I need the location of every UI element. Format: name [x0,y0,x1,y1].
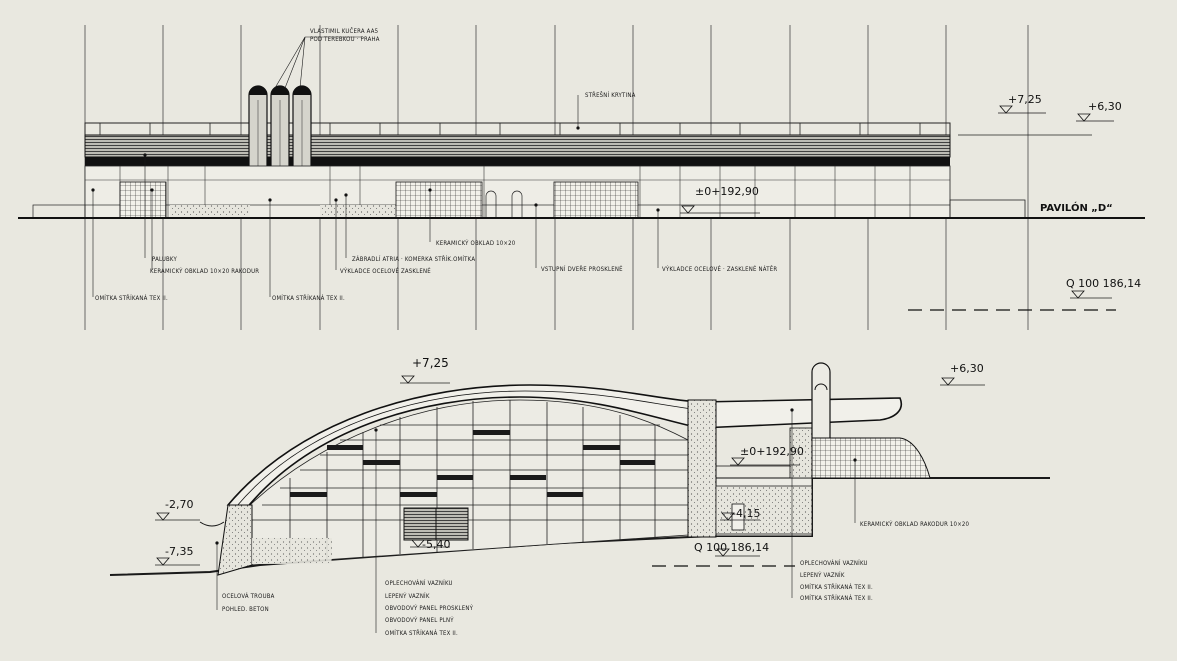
leader-lines [92,36,659,297]
level-base-section: Q 100 186,14 [694,541,769,554]
level-minus-270: -2,70 [165,498,193,511]
label-panel-solid: OBVODOVÝ PANEL PLNÝ [385,617,454,624]
roof-band [84,122,951,166]
label-palubky: PALUBKY [152,256,177,263]
label-laminated-2: LEPENÝ VAZNÍK [800,572,845,579]
arched-roof [226,384,902,511]
level-minus-735: -7,35 [165,545,193,558]
label-atrium-1: ZÁBRADLÍ ATRIA · KOMERKA STŘÍK.OMÍTKA [352,255,475,263]
elevation-view: VLASTIMIL KUČERA AA5 POD TEREBKOU · PRAH… [18,25,1145,330]
level-minus-540: -5,40 [422,538,450,551]
level-marks-elevation: +7,25 +6,30 ±0+192,90 PAVILÓN „D“ Q 100 … [680,93,1141,311]
label-shopfront: VÝKLADCE OCELOVÉ · ZASKLENÉ NÁTĚR [662,265,777,273]
level-top-section: +7,25 [412,356,449,370]
facade [32,165,1026,219]
level-minus-415: -4,15 [732,507,760,520]
label-atrium-2: VÝKLADCE OCELOVÉ ZASKLENÉ [340,267,431,275]
label-ceramic-right: KERAMICKÝ OBKLAD RAKODUR 10×20 [860,521,970,528]
curtain-wall [249,399,689,566]
label-concrete: POHLED. BETON [222,606,269,613]
level-floor-section: ±0+192,90 [740,445,804,458]
label-author-1: VLASTIMIL KUČERA AA5 [310,28,378,35]
label-author-2: POD TEREBKOU · PRAHA [310,36,380,43]
label-render-2: OMÍTKA STŘÍKANÁ TEX II. [800,583,873,591]
label-ceramic-joint: KERAMICKÝ OBKLAD 10×20 RAKODUR [150,268,259,275]
label-pipe: OCELOVÁ TROUBA [222,593,275,600]
label-render-3: OMÍTKA STŘÍKANÁ TEX II. [800,594,873,602]
level-base-elevation: Q 100 186,14 [1066,277,1141,290]
level-marks-section: +7,25 +6,30 ±0+192,90 -2,70 -7,35 -5,40 … [155,356,985,567]
label-laminated-1: LEPENÝ VAZNÍK [385,593,430,600]
section-leaders [216,410,856,633]
left-pier [217,504,253,576]
label-flashing-1: OPLECHOVÁNÍ VAZNÍKU [385,580,453,587]
pavilion-label: PAVILÓN „D“ [1040,201,1113,214]
label-render-mid: OMÍTKA STŘÍKANÁ TEX II. [272,294,345,302]
level-right-section: +6,30 [950,362,984,375]
service-core [687,362,931,538]
label-ceramic: KERAMICKÝ OBKLAD 10×20 [436,240,516,247]
label-flashing-2: OPLECHOVÁNÍ VAZNÍKU [800,560,868,567]
level-top-elevation: +7,25 [1008,93,1042,106]
level-right-elevation: +6,30 [1088,100,1122,113]
label-entrance: VSTUPNÍ DVEŘE PROSKLENÉ [541,265,623,273]
label-render-1: OMÍTKA STŘÍKANÁ TEX II. [385,629,458,637]
label-render-left: OMÍTKA STŘÍKANÁ TEX II. [95,294,168,302]
leader-dots [91,126,660,212]
section-view: OCELOVÁ TROUBA POHLED. BETON OPLECHOVÁNÍ… [109,356,1050,637]
label-roof: STŘEŠNÍ KRYTINA [585,91,636,99]
level-floor-elevation: ±0+192,90 [695,185,759,198]
label-panel-glazed: OBVODOVÝ PANEL PROSKLENÝ [385,605,474,612]
